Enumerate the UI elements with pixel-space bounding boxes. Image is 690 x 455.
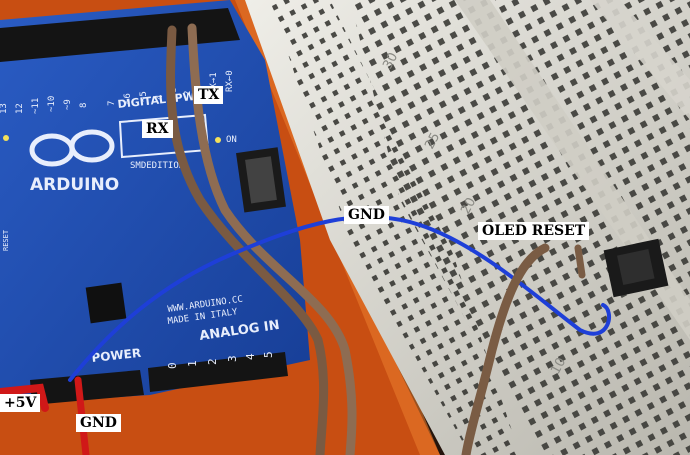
pin13-led xyxy=(3,135,9,141)
plus5v-label: +5V xyxy=(0,394,41,412)
wire-oled-reset-top xyxy=(574,244,586,279)
svg-text:12: 12 xyxy=(15,103,25,114)
analog-pin-numbers: 0 1 2 3 4 5 xyxy=(166,351,275,369)
svg-text:8: 8 xyxy=(79,103,89,108)
breadboard-row-number: 10 xyxy=(548,355,569,377)
power-header xyxy=(30,370,144,405)
edition-label: SMDEDITION xyxy=(130,161,184,171)
breadboard-row-number: 20 xyxy=(458,195,479,217)
svg-text:13: 13 xyxy=(0,103,9,114)
breadboard-row-number: 25 xyxy=(422,130,443,152)
tx-label: TX xyxy=(194,86,224,104)
svg-text:4: 4 xyxy=(155,95,165,100)
on-led xyxy=(215,137,221,143)
svg-text:~11: ~11 xyxy=(31,98,41,114)
gnd-bottom-label: GND xyxy=(76,414,121,432)
push-button-cap xyxy=(617,249,655,286)
wire-tx-brown xyxy=(187,23,357,455)
svg-text:2: 2 xyxy=(183,91,193,96)
analog-header xyxy=(148,352,288,392)
wire-5v-red xyxy=(0,383,49,412)
svg-text:1: 1 xyxy=(186,360,199,367)
svg-text:RX←0: RX←0 xyxy=(225,70,235,92)
gnd-top-label: GND xyxy=(344,206,389,224)
svg-text:~10: ~10 xyxy=(47,96,57,112)
svg-text:5: 5 xyxy=(262,351,275,358)
microcontroller-chip xyxy=(85,282,127,324)
breadboard-hole-area-left xyxy=(270,0,520,455)
oled-reset-label: OLED RESET xyxy=(478,222,590,240)
svg-text:~6: ~6 xyxy=(123,93,133,104)
svg-text:~5: ~5 xyxy=(139,91,149,102)
svg-text:4: 4 xyxy=(244,353,257,360)
digital-header xyxy=(0,8,240,62)
svg-text:2: 2 xyxy=(206,358,219,365)
breadboard-channel-2 xyxy=(590,0,690,120)
on-led-label: ON xyxy=(226,135,237,145)
brand-label: ARDUINO xyxy=(30,175,119,195)
power-header-label: POWER xyxy=(91,346,142,365)
wire-oled-reset-brown xyxy=(461,243,550,455)
svg-text:0: 0 xyxy=(166,362,179,369)
arduino-board xyxy=(0,0,310,405)
breadboard-row-number: 30 xyxy=(380,50,401,72)
rx-label: RX xyxy=(142,120,173,138)
wire-gnd-blue xyxy=(68,214,611,382)
svg-text:~9: ~9 xyxy=(63,99,73,110)
wire-rx-brown xyxy=(166,25,329,455)
svg-text:7: 7 xyxy=(107,101,117,106)
svg-text:3: 3 xyxy=(226,355,239,362)
arduino-logo xyxy=(29,129,115,167)
reset-label: RESET xyxy=(2,229,10,251)
svg-text:TX→1: TX→1 xyxy=(209,72,219,94)
icsp-pins xyxy=(245,156,277,204)
